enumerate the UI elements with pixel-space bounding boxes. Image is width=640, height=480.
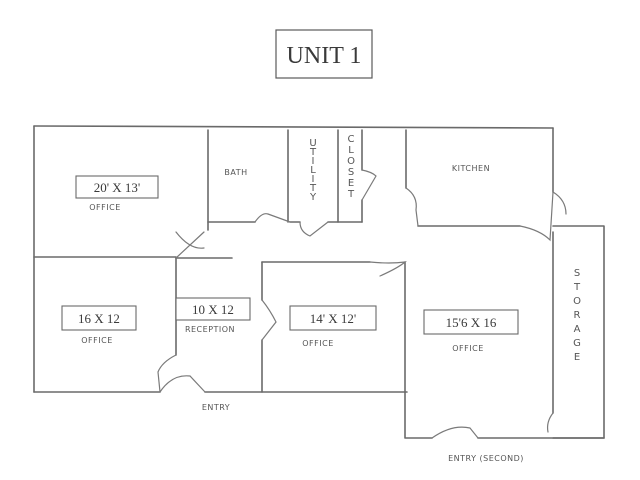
- dimbox-office-bottom-left: [61, 305, 137, 331]
- office-top-left-dimension: 20' X 13': [94, 180, 141, 195]
- door-kitchen: [405, 187, 419, 227]
- door-kitchen-right: [519, 190, 567, 242]
- door-storage: [546, 412, 554, 433]
- walls: [33, 125, 605, 439]
- title-block: UNIT 1: [275, 29, 373, 79]
- dimbox-office-middle: [289, 305, 377, 331]
- reception-label: RECEPTION: [185, 325, 235, 334]
- office-bottom-left-label: OFFICE: [81, 336, 113, 345]
- door-entry-main: [159, 375, 206, 393]
- door-utility: [299, 221, 329, 237]
- office-middle-label: OFFICE: [302, 339, 334, 348]
- door-closet: [361, 169, 377, 201]
- title-frame: [275, 29, 373, 79]
- outer-wall-top: [33, 125, 554, 129]
- dimension-boxes: [61, 175, 519, 335]
- entry-main-label: ENTRY: [202, 403, 230, 412]
- dimbox-office-top-left: [75, 175, 159, 199]
- door-entry-second: [431, 426, 479, 439]
- office-top-left-label: OFFICE: [89, 203, 121, 212]
- entry-second-label: ENTRY (SECOND): [448, 454, 524, 463]
- dimbox-reception: [175, 297, 251, 321]
- office-right-label: OFFICE: [452, 344, 484, 353]
- office-bottom-left-dimension: 16 X 12: [78, 311, 120, 326]
- bath-label: BATH: [224, 168, 247, 177]
- dimbox-office-right: [423, 309, 519, 335]
- office-right-dimension: 15'6 X 16: [446, 315, 497, 330]
- door-bath: [254, 213, 291, 223]
- doors: [157, 169, 567, 439]
- kitchen-label: KITCHEN: [452, 164, 490, 173]
- office-middle-dimension: 14' X 12': [310, 311, 357, 326]
- door-office-top-left: [175, 231, 205, 259]
- plan-title: UNIT 1: [287, 43, 362, 69]
- door-reception-right: [261, 299, 277, 341]
- reception-dimension: 10 X 12: [192, 302, 234, 317]
- door-middle-office: [369, 261, 407, 277]
- right-office-bottom-wall: [404, 391, 433, 439]
- door-reception-left: [157, 354, 177, 393]
